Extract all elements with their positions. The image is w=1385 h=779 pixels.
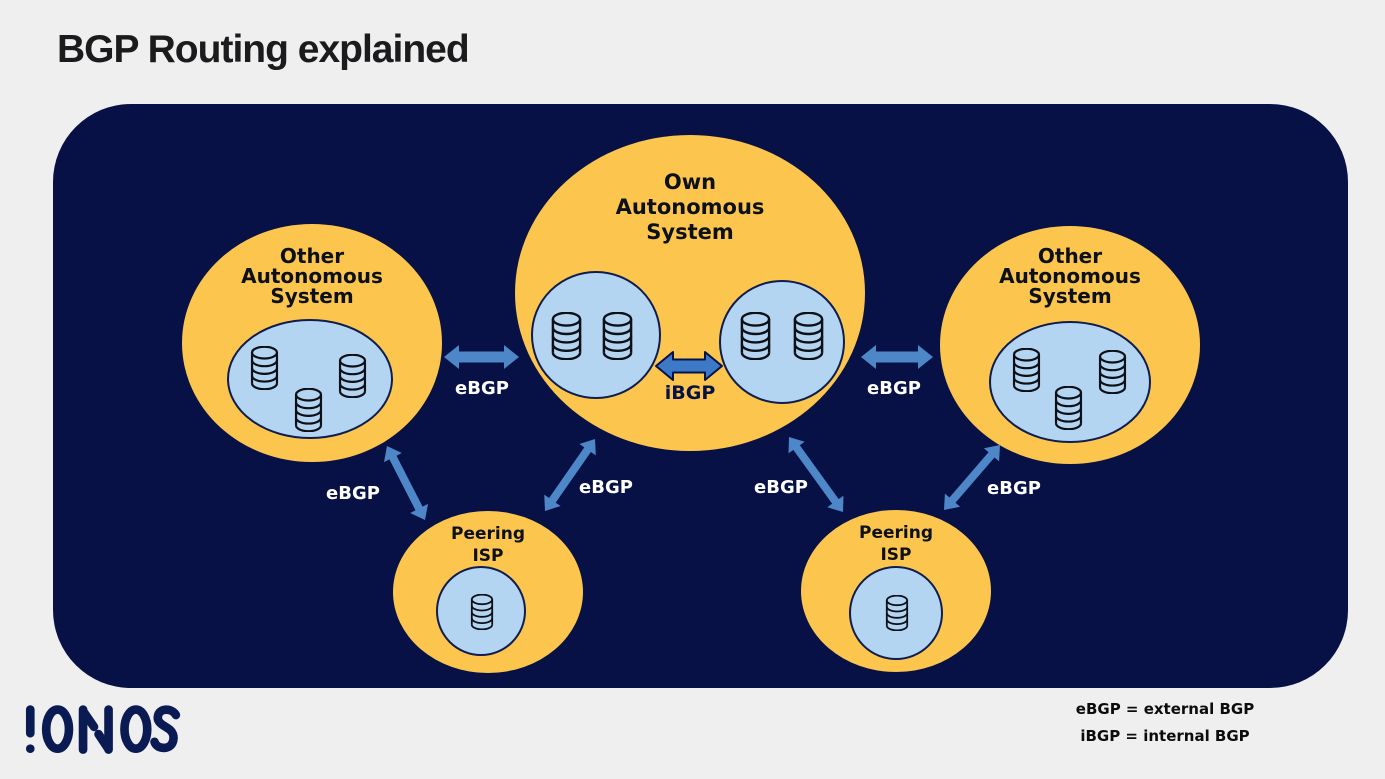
ebgp-label-left-horizontal: eBGP	[455, 378, 509, 399]
other-as-left-label-line: System	[270, 284, 354, 308]
logo-letter-o	[120, 705, 152, 754]
other-as-left-label-line: Other	[279, 244, 345, 268]
ebgp-arrow-left-outer	[384, 446, 428, 520]
ebgp-arrow-left-horizontal	[444, 345, 519, 369]
ebgp-arrow-right-horizontal	[861, 345, 933, 369]
own-as-router-group-right	[719, 280, 845, 404]
other-as-left-label: Other Autonomous System	[202, 246, 422, 306]
database-icon	[470, 594, 494, 630]
ebgp-arrow-left-inner	[544, 439, 596, 511]
other-as-right-label-line: System	[1028, 284, 1112, 308]
other-as-right-label-line: Other	[1037, 244, 1103, 268]
own-as-router-group-left	[531, 271, 661, 399]
peering-isp-right-label-line: Peering	[858, 523, 933, 543]
database-icon	[1054, 386, 1083, 430]
own-as-label: Own Autonomous System	[560, 170, 820, 245]
own-as-label-line: Own	[663, 170, 717, 194]
ebgp-label-left-inner: eBGP	[579, 477, 633, 498]
database-icon	[740, 312, 771, 360]
ebgp-arrow-right-outer	[944, 445, 1000, 510]
database-icon	[338, 354, 367, 398]
other-as-left-label-line: Autonomous	[241, 264, 383, 288]
ibgp-arrow	[655, 351, 723, 381]
ibgp-label: iBGP	[664, 382, 716, 404]
peering-isp-left-label-line: ISP	[472, 546, 504, 566]
database-icon	[602, 312, 633, 360]
legend: eBGP = external BGP iBGP = internal BGP	[1055, 696, 1275, 750]
logo-letter-s	[150, 705, 181, 753]
page-title: BGP Routing explained	[57, 28, 470, 71]
bgp-connections	[384, 345, 1000, 520]
database-icon	[294, 388, 323, 432]
ebgp-label-right-inner: eBGP	[754, 477, 808, 498]
ebgp-arrow-right-inner	[788, 437, 844, 512]
legend-ibgp-definition: iBGP = internal BGP	[1080, 727, 1250, 745]
other-as-right-label: Other Autonomous System	[960, 246, 1180, 306]
database-icon	[1098, 350, 1127, 394]
ebgp-label-right-horizontal: eBGP	[867, 378, 921, 399]
database-icon	[250, 346, 279, 390]
own-as-label-line: Autonomous	[615, 195, 765, 219]
ionos-logo	[25, 705, 181, 754]
logo-letter-n-diag	[79, 707, 99, 732]
database-icon	[793, 312, 824, 360]
ebgp-label-left-outer: eBGP	[326, 483, 380, 504]
peering-isp-right-label: Peering ISP	[806, 522, 986, 566]
logo-letter-o	[41, 705, 74, 754]
logo-letter-n-diag	[94, 729, 112, 753]
peering-isp-left-label: Peering ISP	[398, 523, 578, 567]
legend-ebgp-definition: eBGP = external BGP	[1075, 700, 1255, 718]
database-icon	[551, 312, 582, 360]
ebgp-label-right-outer: eBGP	[987, 478, 1041, 499]
own-as-label-line: System	[646, 220, 734, 244]
peering-isp-left-label-line: Peering	[450, 524, 525, 544]
peering-isp-right-label-line: ISP	[880, 545, 912, 565]
database-icon	[1012, 348, 1041, 392]
other-as-right-label-line: Autonomous	[999, 264, 1141, 288]
database-icon	[885, 595, 909, 631]
